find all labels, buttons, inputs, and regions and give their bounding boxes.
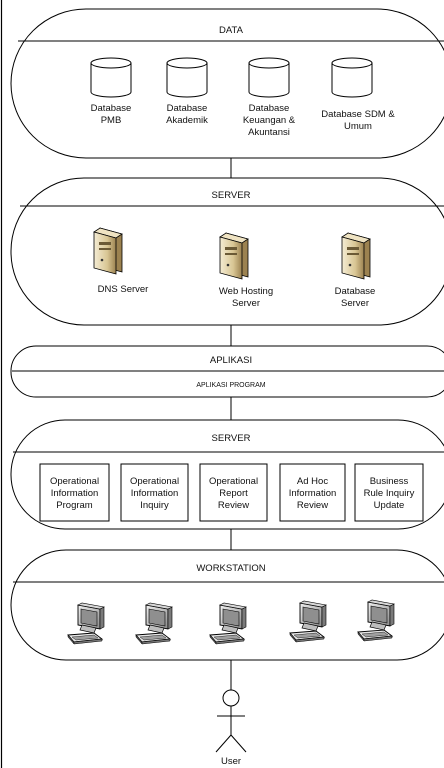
server-label: Web Hosting [219,286,273,297]
server-apps-layer-title: SERVER [212,433,251,444]
application-box-label: Inquiry [140,500,169,511]
server-apps-layer: SERVER Operational Information Program O… [10,419,444,530]
server-item: Web Hosting Server [219,232,273,309]
database-icon [166,57,208,98]
application-box-label: Report [219,488,248,499]
application-box-label: Ad Hoc [297,476,328,487]
database-label: Keuangan & [243,115,296,126]
application-box-label: Business [370,476,409,487]
application-box: Ad Hoc Information Review [279,463,346,522]
database-icon [331,57,373,98]
application-box-label: Operational [209,476,258,487]
application-box-label: Review [297,500,328,511]
application-box-label: Update [374,500,405,511]
workstation-layer-title: WORKSTATION [196,563,265,574]
server-label: DNS Server [98,284,149,295]
data-layer: DATA Database PMB Database Akademik Data… [10,8,444,159]
application-box: Operational Information Program [39,463,110,522]
user-actor-head [222,689,240,707]
database-label: Database [249,103,290,114]
database-icon [248,57,290,98]
database-label: Database [91,103,132,114]
database-label: PMB [101,115,122,126]
aplikasi-layer-title: APLIKASI [210,355,252,366]
server-tower-icon [219,232,249,280]
application-box: Business Rule Inquiry Update [354,463,424,522]
database-label: Akuntansi [248,127,290,138]
database-label: Database [167,103,208,114]
database-item: Database Akademik [166,57,208,126]
database-label: Database SDM & [321,109,395,120]
application-box-label: Review [218,500,249,511]
database-label: Akademik [166,115,208,126]
application-box-label: Program [56,500,93,511]
data-layer-title: DATA [219,25,244,36]
application-box-label: Information [289,488,337,499]
server-tower-icon [341,232,371,280]
database-item: Database SDM & Umum [321,57,395,132]
server-label: Server [341,298,369,309]
user-actor-label: User [221,756,241,767]
aplikasi-program-label: APLIKASI PROGRAM [196,382,265,389]
aplikasi-layer: APLIKASI APLIKASI PROGRAM [10,345,444,398]
server-label: Server [232,298,260,309]
application-box-label: Operational [50,476,99,487]
server-tower-icon [93,227,123,275]
database-item: Database Keuangan & Akuntansi [243,57,296,138]
application-box-label: Information [51,488,99,499]
workstation-layer: WORKSTATION [10,549,444,661]
server-item: Database Server [335,232,376,309]
database-item: Database PMB [90,57,132,126]
application-box-label: Rule Inquiry [364,488,415,499]
application-box: Operational Information Inquiry [120,463,189,522]
server-label: Database [335,286,376,297]
server-item: DNS Server [93,227,149,295]
database-label: Umum [344,121,372,132]
application-box: Operational Report Review [199,463,268,522]
application-box-label: Operational [130,476,179,487]
application-box-label: Information [131,488,179,499]
server-layer-title: SERVER [212,190,251,201]
server-layer: SERVER DNS Server Web Hosting Server Dat… [10,177,444,326]
user-actor [215,689,247,753]
database-icon [90,57,132,98]
